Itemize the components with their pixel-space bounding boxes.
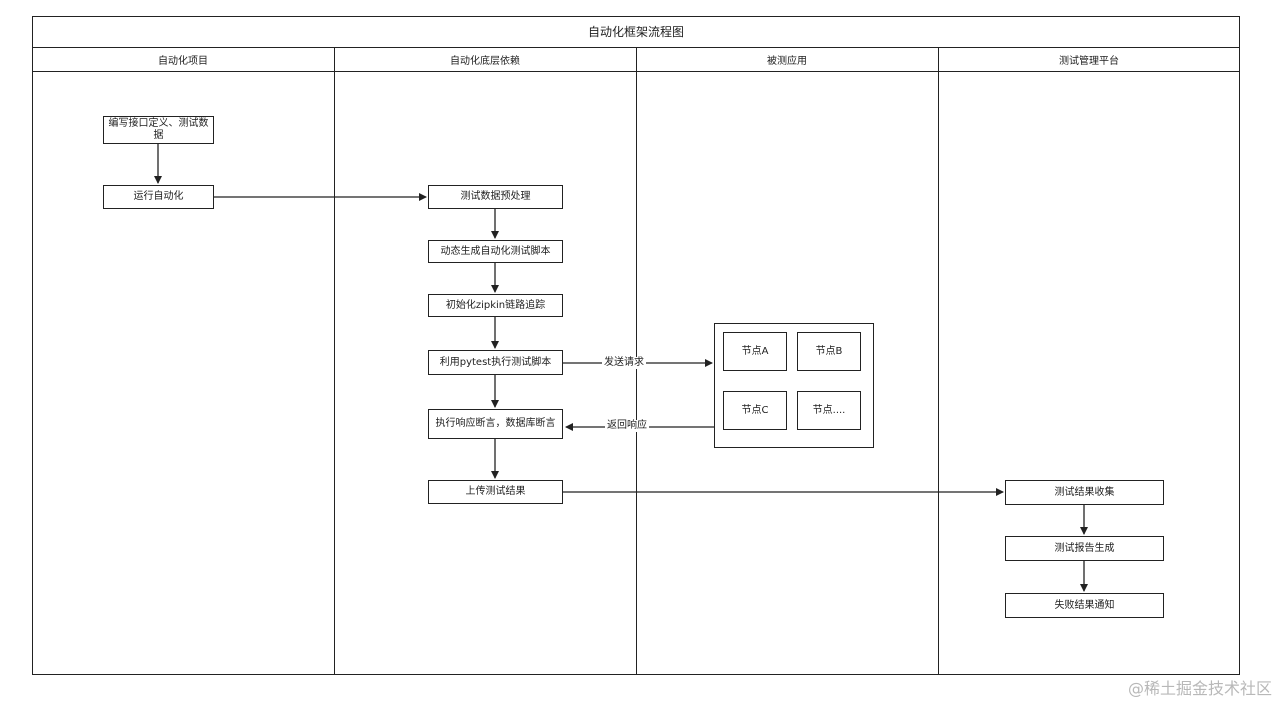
node-collect-results: 测试结果收集 <box>1005 480 1164 505</box>
node-failure-notify: 失败结果通知 <box>1005 593 1164 618</box>
edge-label-send-request: 发送请求 <box>602 357 646 369</box>
node-generate-report: 测试报告生成 <box>1005 536 1164 561</box>
node-c: 节点C <box>723 391 787 430</box>
edge-label-return-response: 返回响应 <box>605 420 649 432</box>
node-a: 节点A <box>723 332 787 371</box>
node-b: 节点B <box>797 332 861 371</box>
node-init-zipkin: 初始化zipkin链路追踪 <box>428 294 563 317</box>
node-run-automation: 运行自动化 <box>103 185 214 209</box>
lane-header-auto-project: 自动化项目 <box>32 48 334 72</box>
node-write-definitions: 编写接口定义、测试数据 <box>103 116 214 144</box>
diagram-title: 自动化框架流程图 <box>32 16 1240 48</box>
node-more: 节点.... <box>797 391 861 430</box>
lane-header-test-platform: 测试管理平台 <box>938 48 1240 72</box>
lane-header-base-deps: 自动化底层依赖 <box>334 48 636 72</box>
lane-divider <box>938 48 939 675</box>
node-pytest-run: 利用pytest执行测试脚本 <box>428 350 563 375</box>
node-generate-script: 动态生成自动化测试脚本 <box>428 240 563 263</box>
node-data-preprocess: 测试数据预处理 <box>428 185 563 209</box>
lane-header-app-under-test: 被测应用 <box>636 48 938 72</box>
lane-divider <box>334 48 335 675</box>
node-assertions: 执行响应断言，数据库断言 <box>428 409 563 439</box>
watermark-text: @稀土掘金技术社区 <box>1127 679 1272 698</box>
node-upload-results: 上传测试结果 <box>428 480 563 504</box>
